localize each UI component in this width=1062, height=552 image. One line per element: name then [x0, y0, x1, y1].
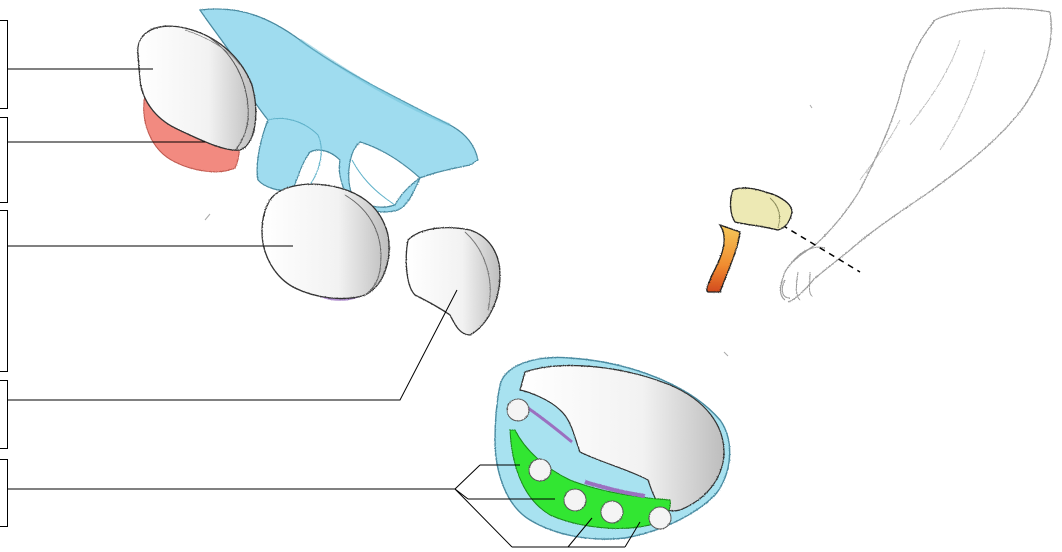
- leader-branch-5a: [455, 465, 480, 489]
- axe-icon: [707, 188, 792, 292]
- leader-branch-5c: [455, 489, 512, 547]
- leader-line-4: [8, 290, 457, 400]
- muscle-block-middle: [262, 184, 389, 299]
- cut-line: [782, 225, 860, 272]
- forearm-cross-section: [495, 357, 730, 539]
- muscle-piece-right: [406, 228, 500, 335]
- arm-sketch: [780, 8, 1051, 302]
